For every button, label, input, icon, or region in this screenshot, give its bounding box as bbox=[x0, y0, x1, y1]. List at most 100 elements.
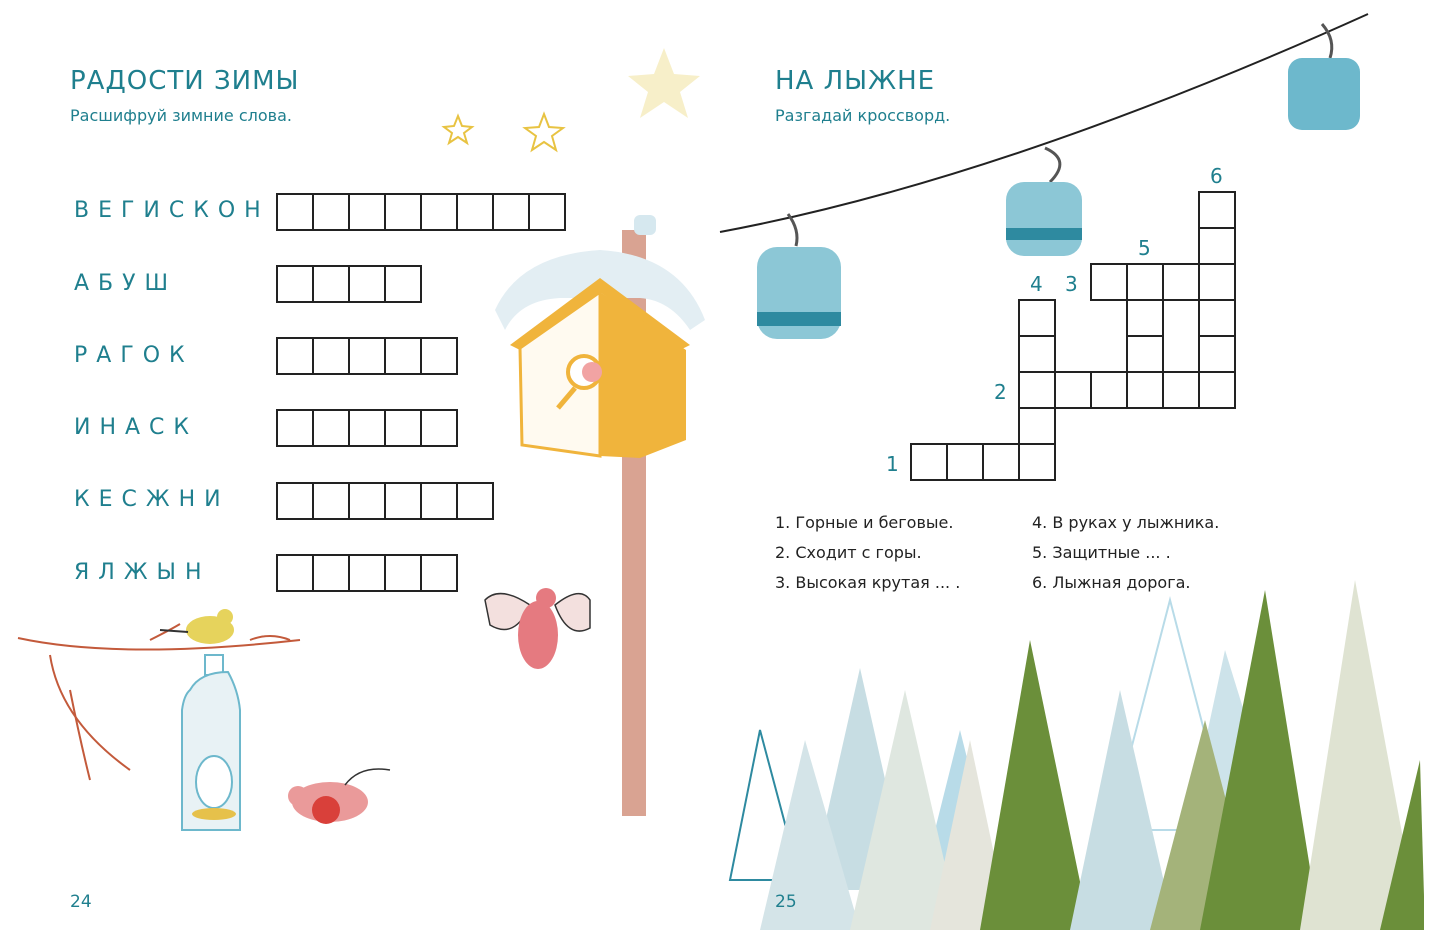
crossword-cell[interactable] bbox=[910, 443, 948, 481]
letter-box[interactable] bbox=[384, 193, 422, 231]
letter-box[interactable] bbox=[348, 337, 386, 375]
letter-box[interactable] bbox=[348, 193, 386, 231]
crossword-cell[interactable] bbox=[1198, 335, 1236, 373]
answer-boxes bbox=[276, 554, 458, 592]
clue: 5. Защитные ... . bbox=[1032, 543, 1171, 562]
crossword-cell[interactable] bbox=[1018, 371, 1056, 409]
scrambled-word: ИНАСК bbox=[74, 415, 199, 440]
crossword-cell[interactable] bbox=[1126, 335, 1164, 373]
letter-box[interactable] bbox=[276, 554, 314, 592]
letter-box[interactable] bbox=[276, 193, 314, 231]
letter-box[interactable] bbox=[348, 482, 386, 520]
crossword-cell[interactable] bbox=[1162, 371, 1200, 409]
letter-box[interactable] bbox=[456, 482, 494, 520]
clue: 3. Высокая крутая ... . bbox=[775, 573, 961, 592]
letter-box[interactable] bbox=[312, 265, 350, 303]
crossword-cell[interactable] bbox=[1126, 299, 1164, 337]
crossword-number: 4 bbox=[1030, 272, 1043, 296]
left-page: РАДОСТИ ЗИМЫ Расшифруй зимние слова. ВЕГ… bbox=[70, 66, 566, 912]
page-number: 25 bbox=[775, 892, 797, 912]
letter-box[interactable] bbox=[276, 265, 314, 303]
scrambled-word: РАГОК bbox=[74, 343, 194, 368]
branch bbox=[17, 623, 301, 781]
right-page: НА ЛЫЖНЕ Разгадай кроссворд. 1 2 3 bbox=[720, 0, 1440, 952]
page-subtitle: Расшифруй зимние слова. bbox=[70, 106, 292, 125]
letter-box[interactable] bbox=[312, 193, 350, 231]
big-star-icon bbox=[628, 48, 700, 118]
crossword-cell[interactable] bbox=[1198, 191, 1236, 229]
crossword-cell[interactable] bbox=[1018, 407, 1056, 445]
clue: 2. Сходит с горы. bbox=[775, 543, 922, 562]
letter-box[interactable] bbox=[384, 409, 422, 447]
letter-box[interactable] bbox=[312, 337, 350, 375]
answer-boxes bbox=[276, 409, 458, 447]
crossword-cell[interactable] bbox=[1054, 371, 1092, 409]
crossword-cell[interactable] bbox=[1090, 371, 1128, 409]
letter-box[interactable] bbox=[420, 482, 458, 520]
crossword-cell[interactable] bbox=[982, 443, 1020, 481]
crossword-number: 5 bbox=[1138, 236, 1151, 260]
letter-box[interactable] bbox=[456, 193, 494, 231]
answer-boxes bbox=[276, 337, 458, 375]
letter-box[interactable] bbox=[384, 337, 422, 375]
flying-bird bbox=[484, 588, 591, 669]
star-icon bbox=[441, 113, 475, 146]
letter-box[interactable] bbox=[492, 193, 530, 231]
letter-box[interactable] bbox=[420, 193, 458, 231]
letter-box[interactable] bbox=[528, 193, 566, 231]
scrambled-word: ЯЛЖЫН bbox=[74, 560, 211, 585]
crossword-cell[interactable] bbox=[1162, 263, 1200, 301]
crossword-number: 3 bbox=[1065, 272, 1078, 296]
letter-box[interactable] bbox=[348, 265, 386, 303]
star-icon bbox=[522, 111, 566, 153]
crossword-number: 1 bbox=[886, 452, 899, 476]
letter-box[interactable] bbox=[276, 337, 314, 375]
clue: 1. Горные и беговые. bbox=[775, 513, 954, 532]
letter-box[interactable] bbox=[312, 409, 350, 447]
letter-box[interactable] bbox=[384, 554, 422, 592]
letter-box[interactable] bbox=[420, 409, 458, 447]
gondola bbox=[1288, 23, 1360, 130]
forest bbox=[728, 0, 1440, 952]
letter-box[interactable] bbox=[384, 265, 422, 303]
letter-box[interactable] bbox=[312, 482, 350, 520]
letter-box[interactable] bbox=[420, 554, 458, 592]
letter-box[interactable] bbox=[276, 482, 314, 520]
gondola bbox=[1006, 146, 1082, 256]
birdhouse bbox=[495, 250, 705, 458]
crossword-cell[interactable] bbox=[1198, 263, 1236, 301]
yellow-bird bbox=[159, 609, 234, 644]
crossword-cell[interactable] bbox=[1126, 371, 1164, 409]
crossword-cell[interactable] bbox=[1198, 227, 1236, 265]
gondola bbox=[757, 213, 841, 339]
crossword-cell[interactable] bbox=[946, 443, 984, 481]
crossword-cell[interactable] bbox=[1018, 335, 1056, 373]
crossword-cell[interactable] bbox=[1018, 299, 1056, 337]
letter-box[interactable] bbox=[312, 554, 350, 592]
scrambled-word: ВЕГИСКОН bbox=[74, 198, 270, 223]
crossword-cell[interactable] bbox=[1018, 443, 1056, 481]
clue: 4. В руках у лыжника. bbox=[1032, 513, 1220, 532]
scrambled-word: АБУШ bbox=[74, 271, 178, 296]
letter-box[interactable] bbox=[348, 554, 386, 592]
letter-box[interactable] bbox=[276, 409, 314, 447]
crossword-cell[interactable] bbox=[1090, 263, 1128, 301]
page-title: НА ЛЫЖНЕ bbox=[775, 66, 936, 96]
crossword-number: 2 bbox=[994, 380, 1007, 404]
scrambled-word: КЕСЖНИ bbox=[74, 487, 230, 512]
answer-boxes bbox=[276, 193, 566, 231]
sitting-bird bbox=[288, 768, 391, 824]
crossword-cell[interactable] bbox=[1198, 371, 1236, 409]
page-number: 24 bbox=[70, 892, 92, 912]
letter-box[interactable] bbox=[384, 482, 422, 520]
page-subtitle: Разгадай кроссворд. bbox=[775, 106, 951, 125]
letter-box[interactable] bbox=[420, 337, 458, 375]
crossword-cell[interactable] bbox=[1126, 263, 1164, 301]
crossword-cell[interactable] bbox=[1198, 299, 1236, 337]
bottle-feeder bbox=[181, 654, 241, 831]
answer-boxes bbox=[276, 482, 494, 520]
page-title: РАДОСТИ ЗИМЫ bbox=[70, 66, 300, 96]
letter-box[interactable] bbox=[348, 409, 386, 447]
crossword-number: 6 bbox=[1210, 164, 1223, 188]
